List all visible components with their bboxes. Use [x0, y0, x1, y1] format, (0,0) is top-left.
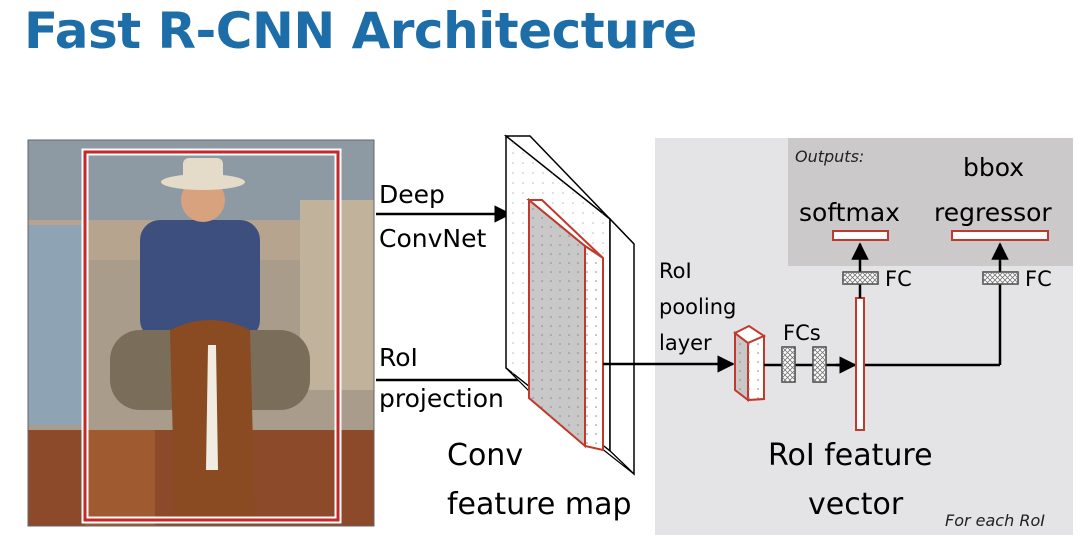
outputs-panel [788, 138, 1073, 266]
label-roi-feature: RoI feature [768, 438, 933, 473]
label-fcs: FCs [783, 321, 821, 345]
label-roi-proj-1: RoI [379, 343, 418, 372]
bbox-output-vector [951, 230, 1049, 241]
label-softmax: softmax [799, 198, 900, 227]
label-fc-right: FC [1025, 267, 1052, 291]
label-outputs: Outputs: [795, 147, 864, 166]
label-roi-pooling-1: RoI [659, 259, 692, 283]
slide-title: Fast R-CNN Architecture [24, 2, 697, 60]
label-regressor: regressor [934, 198, 1052, 227]
roi-pooling-output [733, 324, 767, 403]
input-image [27, 139, 375, 527]
softmax-output-vector [832, 230, 889, 241]
label-fc-left: FC [885, 267, 912, 291]
roi-feature-vector [855, 297, 865, 431]
label-vector: vector [808, 487, 904, 522]
label-roi-pooling-3: layer [659, 331, 712, 355]
conv-feature-map [503, 134, 635, 476]
label-deep: Deep [379, 180, 445, 209]
label-roi-proj-2: projection [379, 384, 504, 413]
label-bbox: bbox [963, 153, 1024, 182]
label-convnet: ConvNet [379, 224, 486, 253]
label-conv: Conv [447, 438, 523, 473]
label-roi-pooling-2: pooling [659, 295, 736, 319]
label-for-each-roi: For each RoI [945, 511, 1045, 530]
label-feature-map: feature map [447, 487, 632, 522]
